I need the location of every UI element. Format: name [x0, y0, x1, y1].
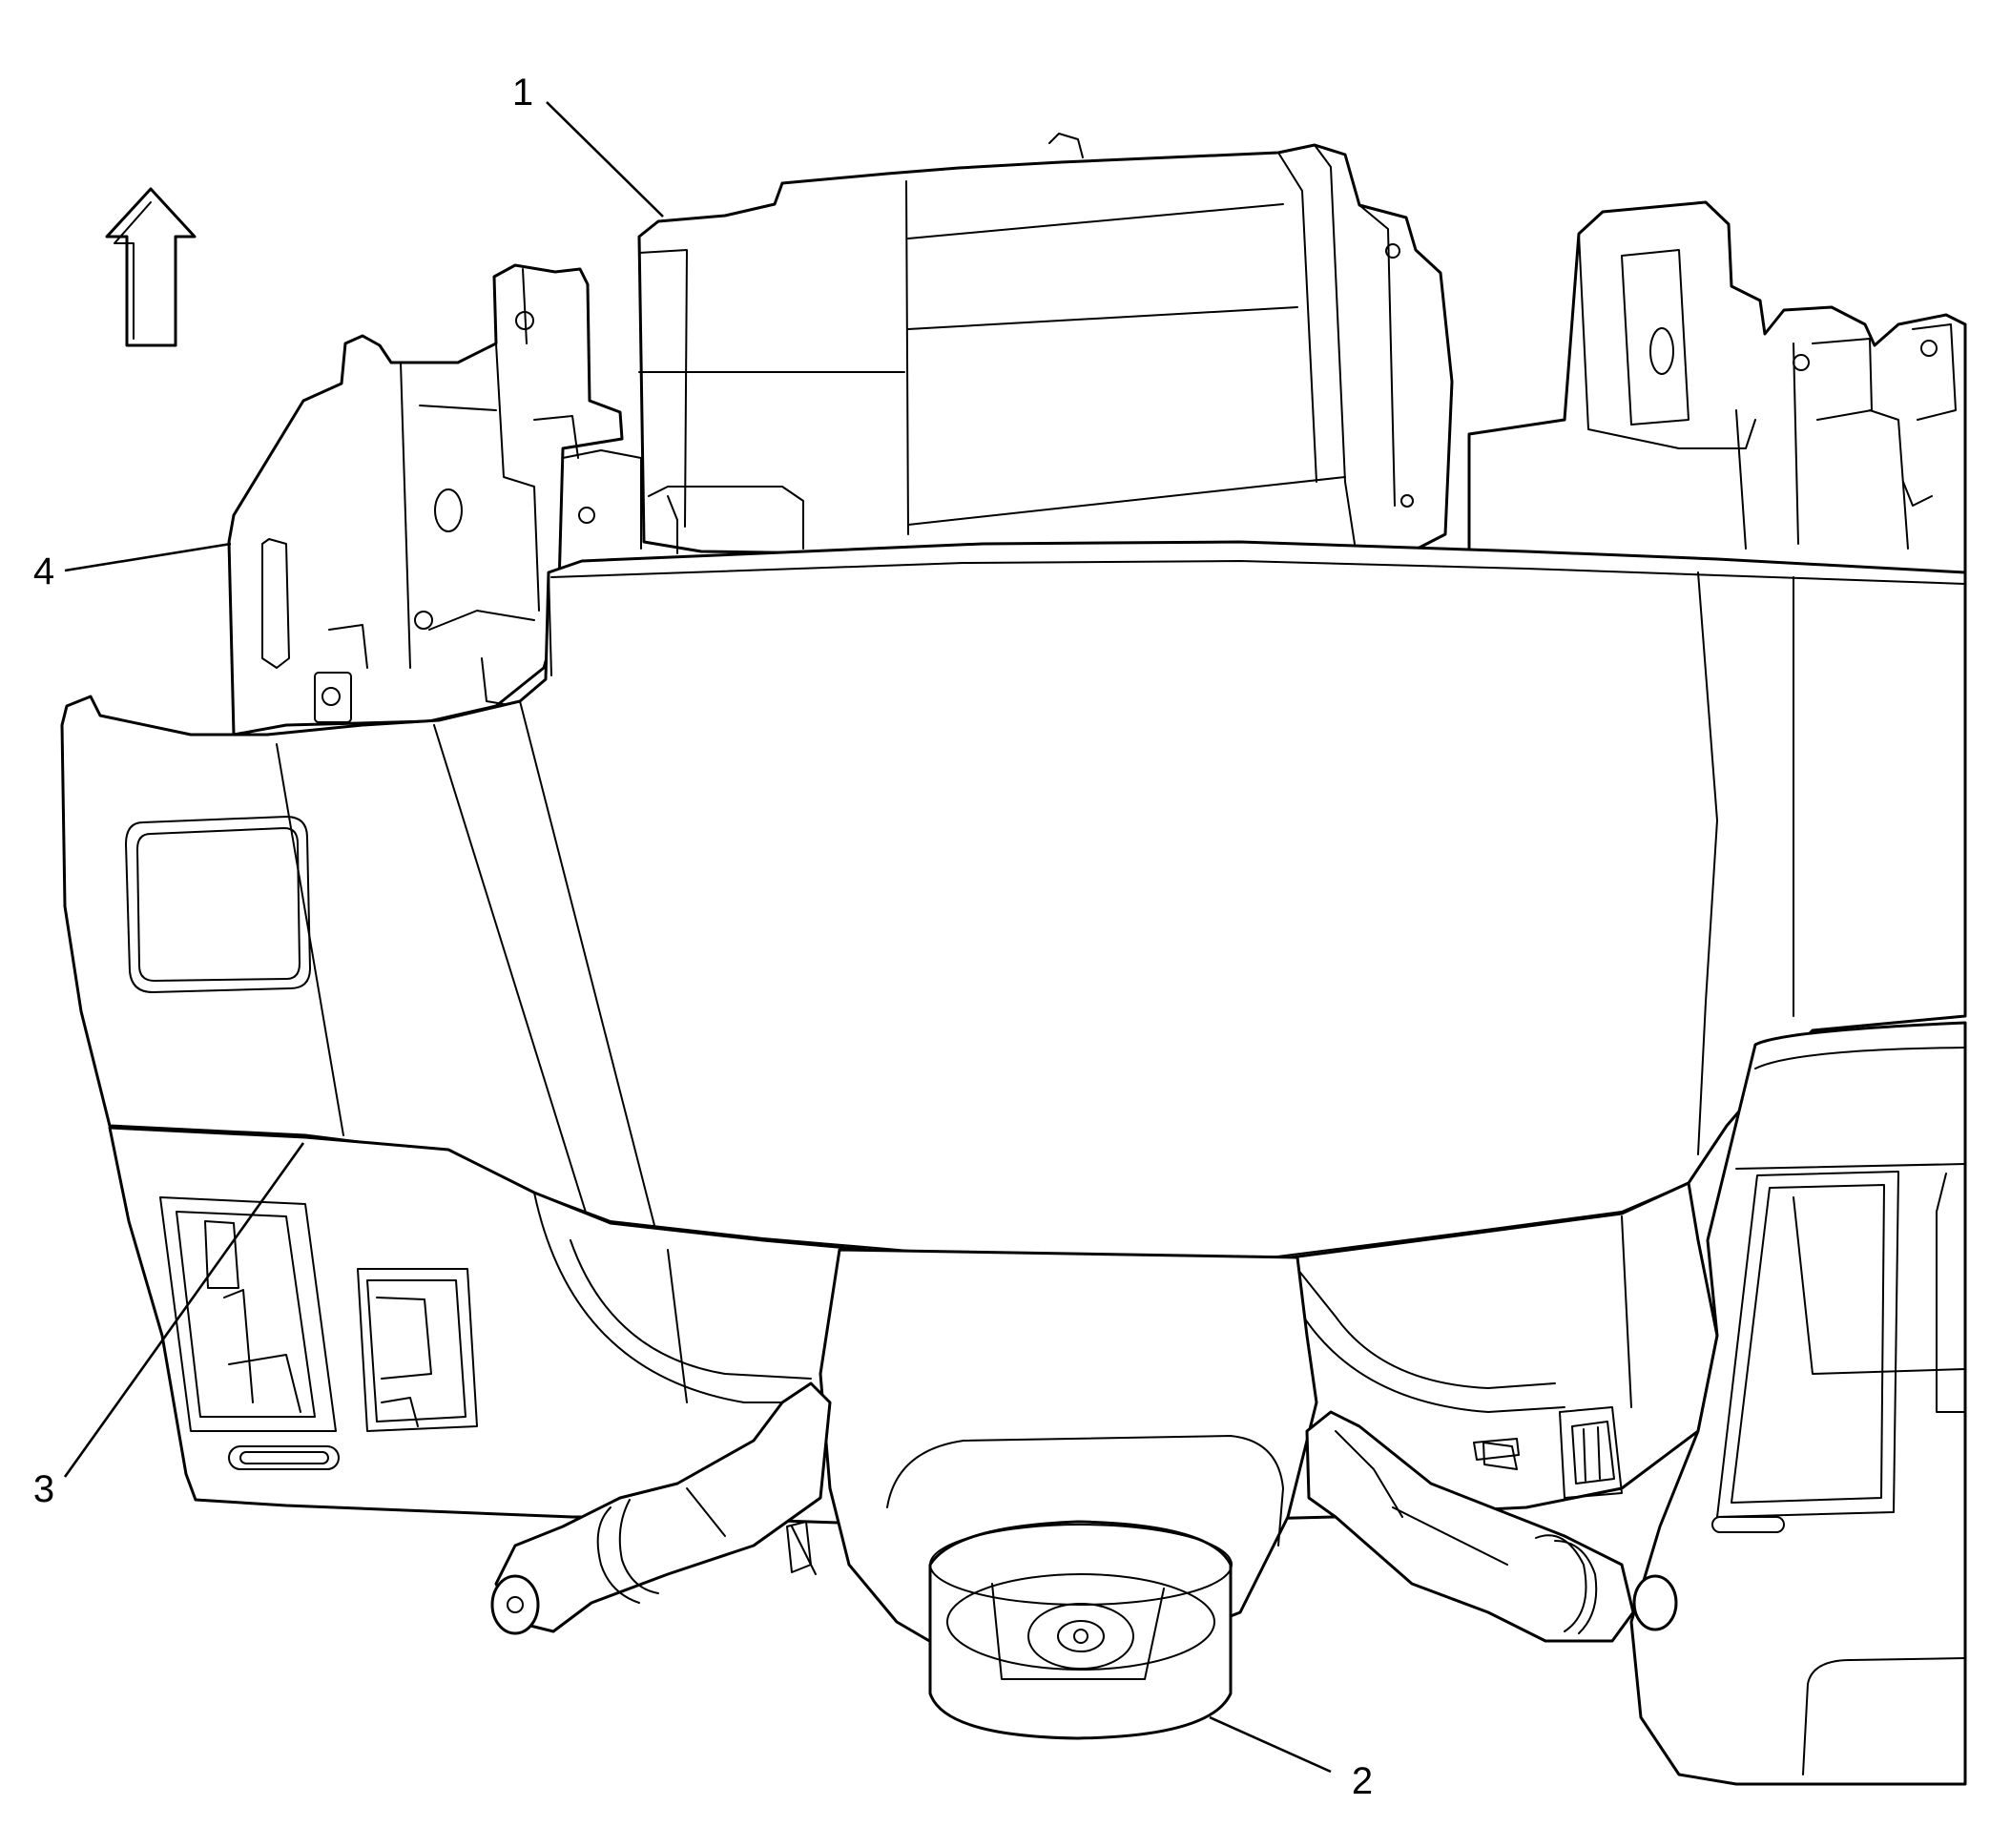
up-arrow-icon: [107, 189, 195, 345]
callout-3: 3: [33, 1468, 54, 1510]
steering-shaft-part-2: [930, 1522, 1232, 1738]
leader-line-2: [1210, 1717, 1331, 1772]
right-trim-panel: [1631, 1023, 1965, 1784]
left-support-bracket-part-4: [229, 265, 622, 735]
leader-lines: [65, 102, 1331, 1772]
upper-bracket-part-1: [563, 134, 1452, 555]
callout-1: 1: [512, 72, 533, 114]
leader-line-4: [65, 544, 231, 571]
steering-column-assembly: [492, 1250, 1676, 1738]
callout-4: 4: [33, 550, 54, 592]
right-bracket-cluster: [1469, 202, 1965, 572]
leader-line-1: [547, 102, 663, 217]
leader-line-3: [65, 1143, 303, 1477]
callout-2: 2: [1352, 1760, 1373, 1802]
